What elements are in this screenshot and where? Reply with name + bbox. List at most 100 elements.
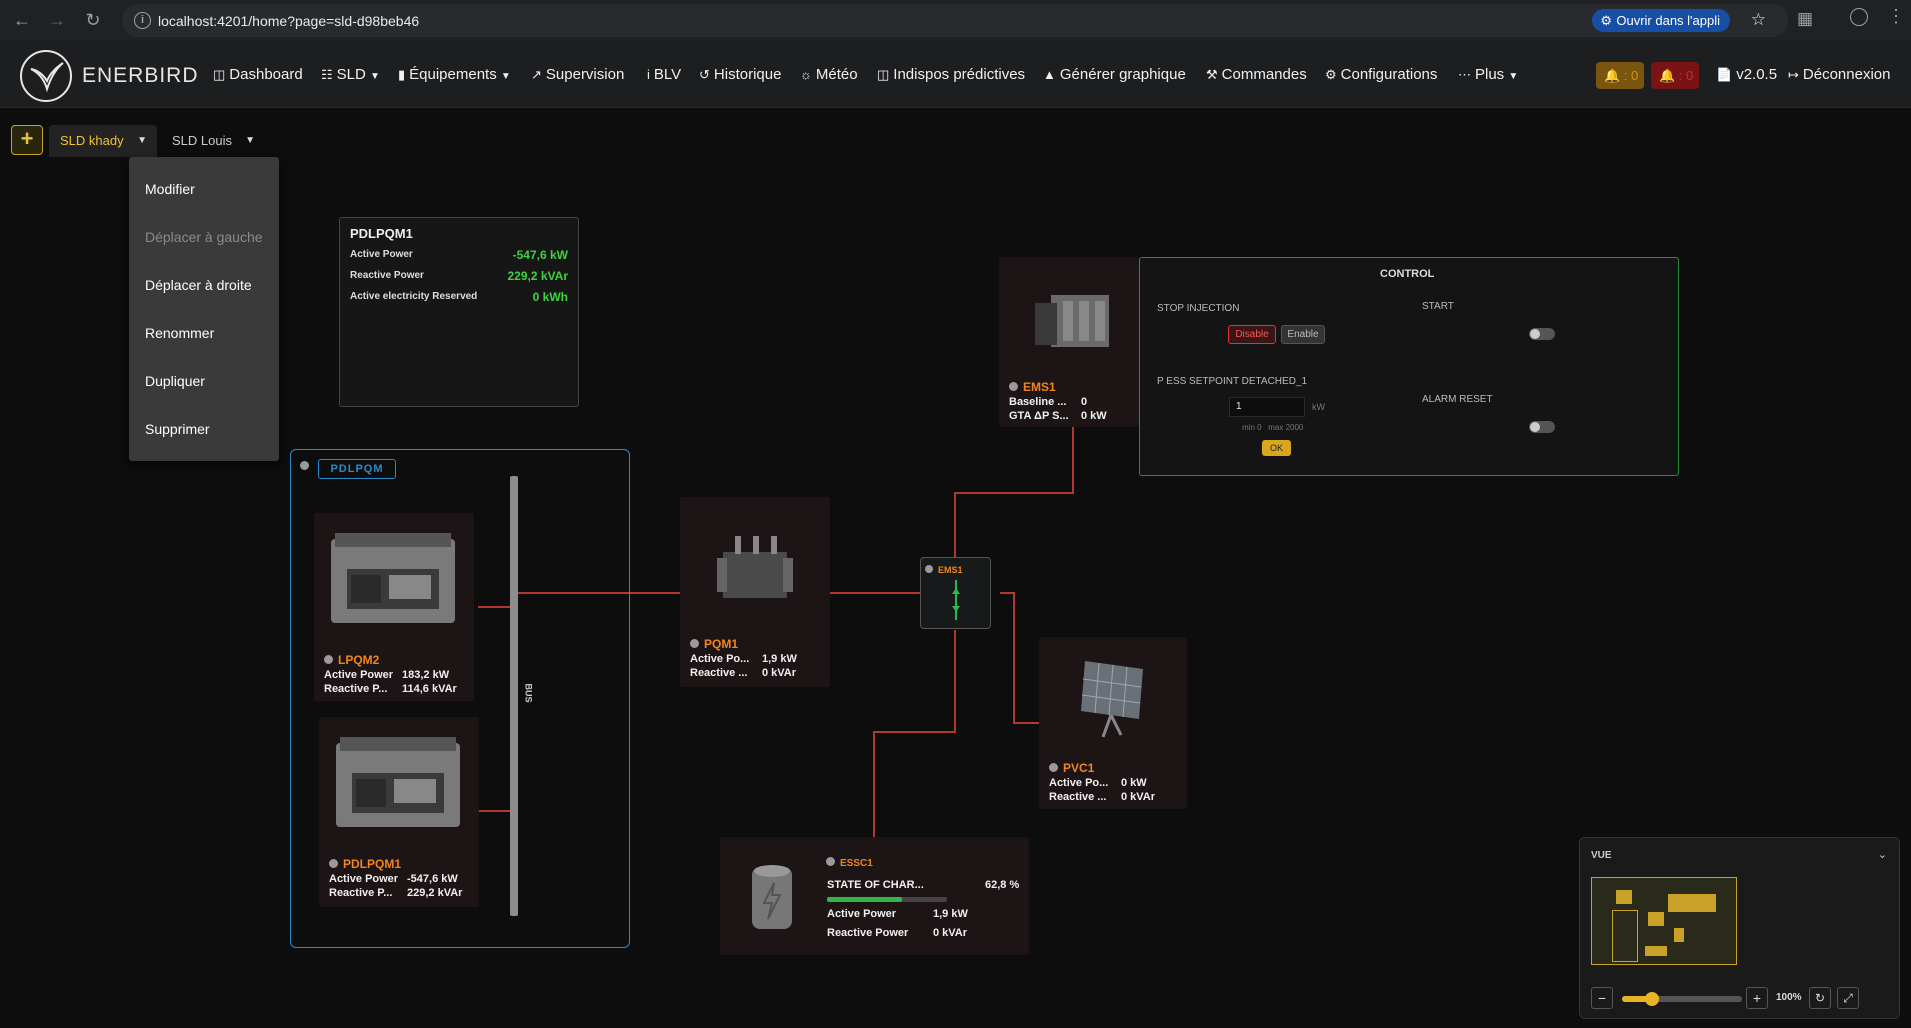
device-pdlpqm1[interactable]: PDLPQM1 Active Power -547,6 kW Reactive … (319, 717, 479, 907)
status-dot-icon (300, 461, 309, 471)
device-name: ESSC1 (840, 858, 873, 869)
tab-sld-khady[interactable]: SLD khady▼ (49, 125, 157, 157)
device-value: 183,2 kW (402, 669, 450, 681)
battery-icon (752, 865, 792, 929)
wire (873, 731, 956, 733)
vue-panel: VUE ⌄ − + 100% ↻ ⤢ (1579, 837, 1900, 1019)
browser-menu-icon[interactable]: ⋮ (1887, 6, 1905, 26)
device-ems1[interactable]: EMS1 Baseline ... 0 GTA ΔP S... 0 kW (999, 257, 1139, 427)
switch-icon (952, 580, 960, 620)
status-dot-icon (1049, 763, 1058, 773)
nav-supervision-label: Supervision (545, 66, 625, 83)
version-link[interactable]: 📄v2.0.5 (1716, 66, 1777, 83)
logout-label: Déconnexion (1802, 66, 1891, 83)
menu-item-modifier[interactable]: Modifier (145, 181, 195, 197)
zoom-slider[interactable] (1622, 992, 1742, 1006)
area-chart-icon: ▲ (1043, 67, 1056, 82)
disable-button[interactable]: Disable (1228, 325, 1276, 344)
device-value: 114,6 kVAr (402, 683, 457, 695)
back-icon[interactable]: ← (13, 9, 31, 30)
wire (478, 810, 510, 812)
nav-blv-label: BLV (653, 66, 682, 83)
nav-sld[interactable]: ☷SLD ▼ (321, 66, 380, 83)
device-value: 0 (1081, 396, 1088, 408)
bookmark-star-icon[interactable]: ☆ (1750, 10, 1766, 29)
zoom-in-button[interactable]: + (1746, 987, 1768, 1009)
nav-commandes-label: Commandes (1221, 66, 1307, 83)
forward-icon[interactable]: → (48, 9, 66, 30)
menu-item-move-left: Déplacer à gauche (145, 229, 263, 245)
menu-item-rename[interactable]: Renommer (145, 325, 215, 341)
menu-item-move-right[interactable]: Déplacer à droite (145, 277, 252, 293)
nav-dashboard[interactable]: ◫Dashboard (213, 66, 303, 83)
fullscreen-icon[interactable]: ⤢ (1837, 987, 1859, 1009)
device-label: Active Power (329, 873, 399, 885)
warning-alarm-badge[interactable]: 🔔 : 0 (1596, 62, 1644, 89)
device-value: 0 kW (1121, 777, 1147, 789)
status-dot-icon (690, 639, 699, 649)
device-header: LPQM2 (324, 651, 379, 669)
nav-meteo[interactable]: ☼Météo (800, 66, 858, 83)
enable-button[interactable]: Enable (1281, 325, 1325, 344)
minimap[interactable] (1591, 877, 1737, 965)
nav-generer-graphique[interactable]: ▲Générer graphique (1043, 66, 1186, 83)
critical-alarm-badge[interactable]: 🔔 : 0 (1651, 62, 1699, 89)
stop-injection-label: STOP INJECTION (1157, 303, 1240, 314)
device-essc1[interactable]: ESSC1 STATE OF CHAR... 62,8 % Active Pow… (720, 837, 1029, 955)
busbar[interactable] (510, 476, 518, 916)
status-dot-icon (826, 857, 835, 867)
device-lpqm2[interactable]: LPQM2 Active Power 183,2 kW Reactive P..… (314, 513, 474, 701)
site-info-icon[interactable]: i (134, 12, 151, 29)
profile-icon[interactable] (1850, 8, 1868, 26)
device-pqm1[interactable]: PQM1 Active Po... 1,9 kW Reactive ... 0 … (680, 497, 830, 687)
nav-indispos[interactable]: ◫Indispos prédictives (877, 66, 1025, 83)
device-value: 229,2 kVAr (407, 887, 463, 899)
nav-supervision[interactable]: ↗Supervision (531, 66, 624, 83)
ems-node[interactable]: EMS1 (920, 557, 991, 629)
device-header: PQM1 (690, 635, 738, 653)
zoom-out-button[interactable]: − (1591, 987, 1613, 1009)
device-label: Active Po... (690, 653, 750, 665)
nav-configurations[interactable]: ⚙Configurations (1325, 66, 1437, 83)
url-text: localhost:4201/home?page=sld-d98beb46 (158, 12, 420, 29)
wire (954, 630, 956, 732)
nav-historique[interactable]: ↺Historique (699, 66, 781, 83)
device-value: 0 kVAr (1121, 791, 1156, 803)
nav-plus[interactable]: ⋯Plus ▼ (1458, 66, 1518, 83)
critical-count: 0 (1686, 68, 1694, 83)
group-tag: PDLPQM (318, 459, 396, 479)
pdlpqm-group[interactable] (290, 449, 630, 948)
start-toggle[interactable] (1529, 328, 1555, 340)
control-title: CONTROL (1380, 268, 1435, 280)
minimap-node (1674, 928, 1684, 942)
tab-context-menu: Modifier Déplacer à gauche Déplacer à dr… (129, 157, 279, 461)
wire (1000, 592, 1015, 594)
device-pvc1[interactable]: PVC1 Active Po... 0 kW Reactive ... 0 kV… (1039, 637, 1187, 809)
chevron-down-icon[interactable]: ⌄ (1877, 849, 1887, 861)
nav-equipements[interactable]: ▮Équipements ▼ (398, 66, 511, 83)
ok-button[interactable]: OK (1262, 440, 1291, 456)
alarm-reset-toggle[interactable] (1529, 421, 1555, 433)
add-tab-button[interactable]: + (11, 125, 43, 155)
nav-commandes[interactable]: ⚒Commandes (1206, 66, 1307, 83)
app-icon: ⚙ (1600, 13, 1613, 28)
logout-button[interactable]: ↦Déconnexion (1788, 66, 1890, 83)
caret-down-icon[interactable]: ▼ (245, 135, 255, 146)
open-in-app-button[interactable]: ⚙Ouvrir dans l'appli (1592, 9, 1730, 32)
reset-view-icon[interactable]: ↻ (1809, 987, 1831, 1009)
extensions-icon[interactable]: ▦ (1797, 9, 1814, 28)
device-label: Reactive P... (324, 683, 388, 695)
reload-icon[interactable]: ↻ (85, 9, 101, 30)
wire (873, 731, 875, 837)
nav-configurations-label: Configurations (1340, 66, 1438, 83)
menu-item-duplicate[interactable]: Dupliquer (145, 373, 205, 389)
setpoint-input[interactable]: 1 (1229, 397, 1305, 417)
zoom-slider-thumb[interactable] (1645, 992, 1659, 1006)
device-value: 0 kVAr (762, 667, 797, 679)
zoom-level: 100% (1776, 992, 1802, 1003)
menu-item-delete[interactable]: Supprimer (145, 421, 210, 437)
caret-down-icon[interactable]: ▼ (137, 135, 147, 146)
address-bar[interactable]: i localhost:4201/home?page=sld-d98beb46 … (122, 4, 1788, 37)
tab-sld-louis[interactable]: SLD Louis▼ (161, 125, 265, 157)
